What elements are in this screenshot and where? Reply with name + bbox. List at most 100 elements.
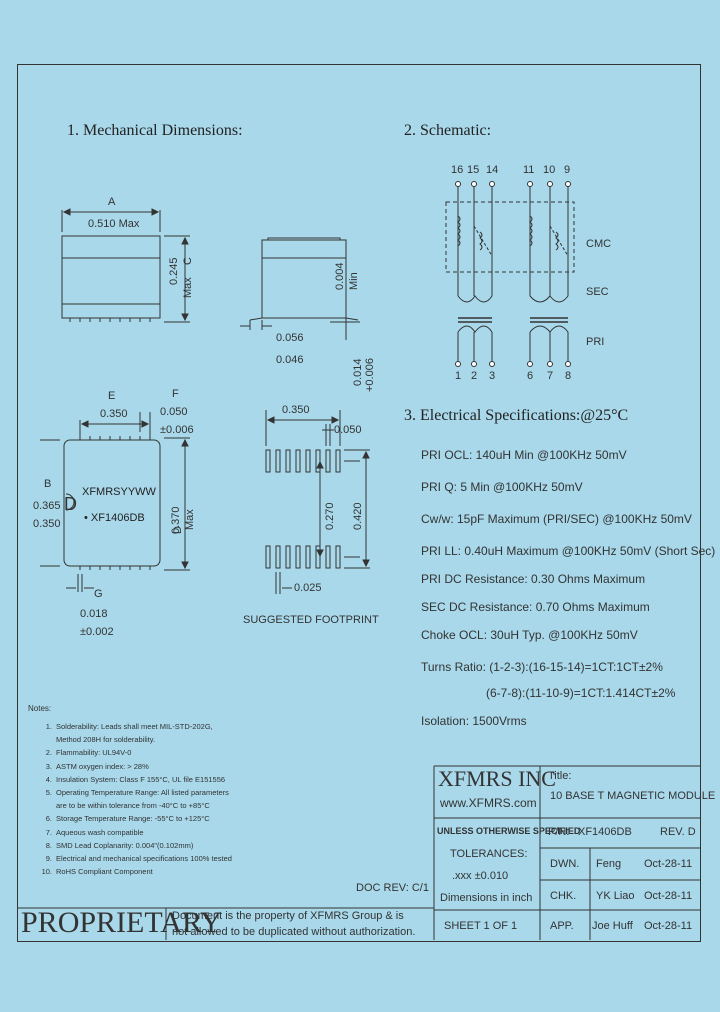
pin-2: 2 (471, 370, 478, 382)
tolerances-label: TOLERANCES: (450, 848, 528, 860)
dim-c-max: Max (182, 277, 194, 298)
app-date: Oct-28-11 (644, 920, 693, 932)
pin-7: 7 (547, 370, 554, 382)
footprint-label: SUGGESTED FOOTPRINT (243, 614, 379, 626)
dwn-date: Oct-28-11 (644, 858, 693, 870)
note-number: 5. (45, 788, 52, 797)
note-text: ASTM oxygen index: > 28% (56, 761, 149, 771)
schematic-lines (445, 186, 575, 362)
note-item: Method 208H for solderability. (40, 735, 155, 744)
note-text: Electrical and mechanical specifications… (56, 854, 232, 863)
dimensions-unit: Dimensions in inch (440, 892, 533, 904)
note-text: Method 208H for solderability. (56, 735, 156, 745)
note-item: 5. Operating Temperature Range: All liste… (40, 788, 229, 797)
label-sec: SEC (586, 286, 609, 298)
side-view-body (61, 235, 161, 319)
spec-pri-dcr: PRI DC Resistance: 0.30 Ohms Maximum (421, 572, 646, 586)
pin-16: 16 (451, 164, 464, 176)
spec-pri-ll: PRI LL: 0.40uH Maximum @100KHz 50mV (Sho… (421, 544, 716, 558)
part-marking-2-text: XF1406DB (90, 512, 145, 524)
proprietary-text-2: not allowed to be duplicated without aut… (172, 926, 416, 938)
proprietary-text-1: Document is the property of XFMRS Group … (172, 910, 404, 922)
top-view-body (63, 439, 161, 567)
notes-title: Notes: (28, 704, 52, 713)
pin-3: 3 (489, 370, 496, 382)
note-text: Operating Temperature Range: All listed … (56, 788, 229, 797)
company-website: www.XFMRS.com (440, 796, 537, 810)
note-item: 8.SMD Lead Coplanarity: 0.004"(0.102mm) (40, 840, 194, 850)
tolerance-value: .xxx ±0.010 (452, 870, 509, 882)
company-name: XFMRS INC (438, 766, 556, 791)
pin-8: 8 (565, 370, 572, 382)
dim-d-value: 0.370 (170, 506, 182, 534)
schematic-heading: 2. Schematic: (404, 122, 492, 139)
dim-g-label: G (94, 588, 103, 600)
note-number: 9. (45, 854, 52, 863)
note-item: 1. Solderability: Leads shall meet MIL-ST… (40, 722, 213, 731)
note-item: 10.RoHS Compliant Component (40, 867, 153, 876)
spec-choke-ocl: Choke OCL: 30uH Typ. @100KHz 50mV (421, 628, 638, 642)
note-text: Insulation System: Class F 155°C, UL fil… (56, 774, 226, 784)
spec-sec-dcr: SEC DC Resistance: 0.70 Ohms Maximum (421, 600, 650, 614)
drawing-frame (17, 64, 701, 942)
label-cmc: CMC (586, 238, 612, 250)
label-pri: PRI (586, 336, 605, 348)
note-item: 6. Storage Temperature Range: -55°C to +1… (40, 814, 210, 823)
proprietary-label: PROPRIETARY (21, 906, 222, 939)
lead-thickness-1: 0.014 (352, 358, 364, 386)
spec-pri-ocl: PRI OCL: 140uH Min @100KHz 50mV (421, 448, 627, 462)
dim-h-min: Min (348, 272, 360, 290)
dim-b-value2: 0.350 (33, 518, 61, 530)
note-text: Storage Temperature Range: -55°C to +125… (56, 814, 210, 824)
note-number: 1. (45, 722, 52, 731)
fp-pitch: 0.050 (334, 424, 362, 436)
chk-date: Oct-28-11 (644, 890, 693, 902)
title-value: 10 BASE T MAGNETIC MODULE (550, 790, 716, 802)
spec-cww: Cw/w: 15pF Maximum (PRI/SEC) @100KHz 50m… (421, 512, 692, 526)
schematic-pin-dots (455, 181, 571, 367)
electrical-heading: 3. Electrical Specifications:@25°C (404, 407, 629, 424)
dim-a-value: 0.510 Max (88, 218, 140, 230)
note-text: are to be within tolerance from -40°C to… (56, 801, 210, 811)
dim-g-tol: ±0.002 (80, 626, 114, 638)
part-marking-1: XFMRSYYWW (82, 486, 156, 498)
fp-pad-width: 0.025 (294, 582, 322, 594)
note-number: 10. (41, 867, 52, 877)
dim-a-label: A (108, 196, 116, 208)
dim-c-value: 0.245 (168, 257, 180, 285)
dim-b-label: B (44, 478, 52, 490)
note-item: 7.Aqueous wash compatible (40, 828, 144, 837)
pin-1: 1 (455, 370, 462, 382)
app-label: APP. (550, 920, 574, 932)
note-number: 6. (45, 814, 52, 824)
pin-11: 11 (523, 164, 535, 176)
lead-thickness-2: +0.006 (364, 358, 376, 392)
dim-d-max: Max (184, 509, 196, 530)
spec-turns-1: Turns Ratio: (1-2-3):(16-15-14)=1CT:1CT±… (421, 660, 663, 674)
dim-e-label: E (108, 390, 116, 402)
chk-label: CHK. (550, 890, 577, 902)
note-number: 8. (45, 840, 52, 850)
fp-outer: 0.420 (352, 502, 364, 530)
fp-top-width: 0.350 (282, 404, 310, 416)
lead-width-2: 0.046 (276, 354, 304, 366)
note-text: Solderability: Leads shall meet MIL-STD-… (56, 722, 213, 731)
dim-c-label: C (182, 257, 194, 265)
note-item: 9. Electrical and mechanical specificatio… (40, 854, 232, 863)
dim-g-value: 0.018 (80, 608, 108, 620)
pin-9: 9 (564, 164, 571, 176)
pin-10: 10 (543, 164, 556, 176)
pin-14: 14 (486, 164, 499, 176)
spec-pri-q: PRI Q: 5 Min @100KHz 50mV (421, 480, 583, 494)
note-text: Aqueous wash compatible (56, 827, 144, 837)
pin1-mark: D (64, 494, 77, 514)
dwn-label: DWN. (550, 858, 580, 870)
note-item: 2.Flammability: UL94V-0 (40, 748, 132, 758)
pin-6: 6 (527, 370, 534, 382)
dim-e-value: 0.350 (100, 408, 128, 420)
note-text: Flammability: UL94V-0 (56, 748, 132, 758)
note-item: 3.ASTM oxygen index: > 28% (40, 762, 149, 771)
dim-f-label: F (172, 388, 179, 400)
note-item: are to be within tolerance from -40°C to… (40, 801, 210, 810)
mechanical-heading: 1. Mechanical Dimensions: (67, 122, 243, 139)
